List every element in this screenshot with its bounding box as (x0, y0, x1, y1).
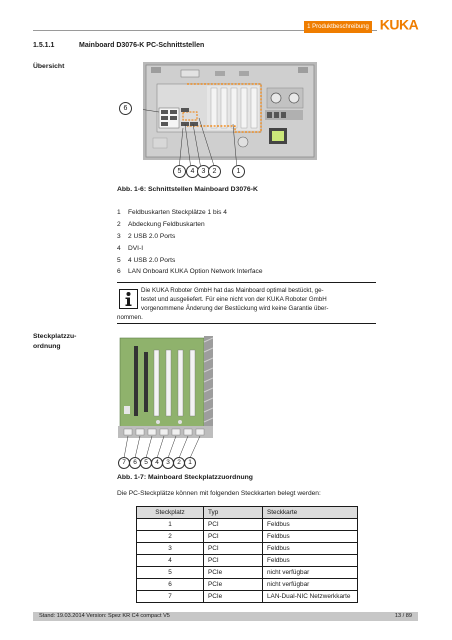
page-footer: Stand: 19.03.2014 Version: Spez KR C4 co… (33, 612, 418, 621)
fig1-callout-2: 2 (208, 165, 221, 178)
footer-version: Stand: 19.03.2014 Version: Spez KR C4 co… (39, 613, 170, 619)
slot-assignment-figure (118, 336, 214, 470)
mainboard-interfaces-figure (132, 62, 317, 176)
column-header: Typ (203, 506, 263, 519)
figure2-caption: Abb. 1-7: Mainboard Steckplatzzuordnung (117, 474, 253, 481)
fig1-callout-1: 1 (232, 165, 245, 178)
table-header-row: Steckplatz Typ Steckkarte (136, 506, 358, 519)
fig2-callout-4: 4 (151, 457, 163, 469)
column-header: Steckplatz (136, 506, 204, 519)
intro-text: Die PC-Steckplätze können mit folgenden … (117, 490, 321, 497)
column-header: Steckkarte (262, 506, 358, 519)
side-label-overview: Übersicht (33, 63, 65, 70)
section-number: 1.5.1.1 (33, 42, 55, 49)
page-number: 13 / 89 (394, 613, 412, 619)
note-text: Die KUKA Roboter GmbH hat das Mainboard … (117, 287, 329, 321)
fig1-callout-6: 6 (119, 102, 132, 115)
section-heading: 1.5.1.1 Mainboard D3076-K PC-Schnittstell… (33, 42, 204, 49)
figure1-caption: Abb. 1-6: Schnittstellen Mainboard D3076… (117, 186, 258, 193)
section-title: Mainboard D3076-K PC-Schnittstellen (79, 42, 205, 49)
info-icon (119, 289, 138, 309)
fig2-callout-1: 1 (184, 457, 196, 469)
side-label-slot-assignment: Steckplatzzu- ordnung (33, 333, 77, 350)
chapter-label: 1 Produktbeschreibung (304, 21, 372, 33)
svg-text:KUKA: KUKA (380, 17, 419, 33)
info-note: Die KUKA Roboter GmbH hat das Mainboard … (117, 282, 376, 324)
header-rule (33, 30, 418, 31)
kuka-logo: KUKA (377, 16, 421, 33)
fig1-callout-5: 5 (173, 165, 186, 178)
